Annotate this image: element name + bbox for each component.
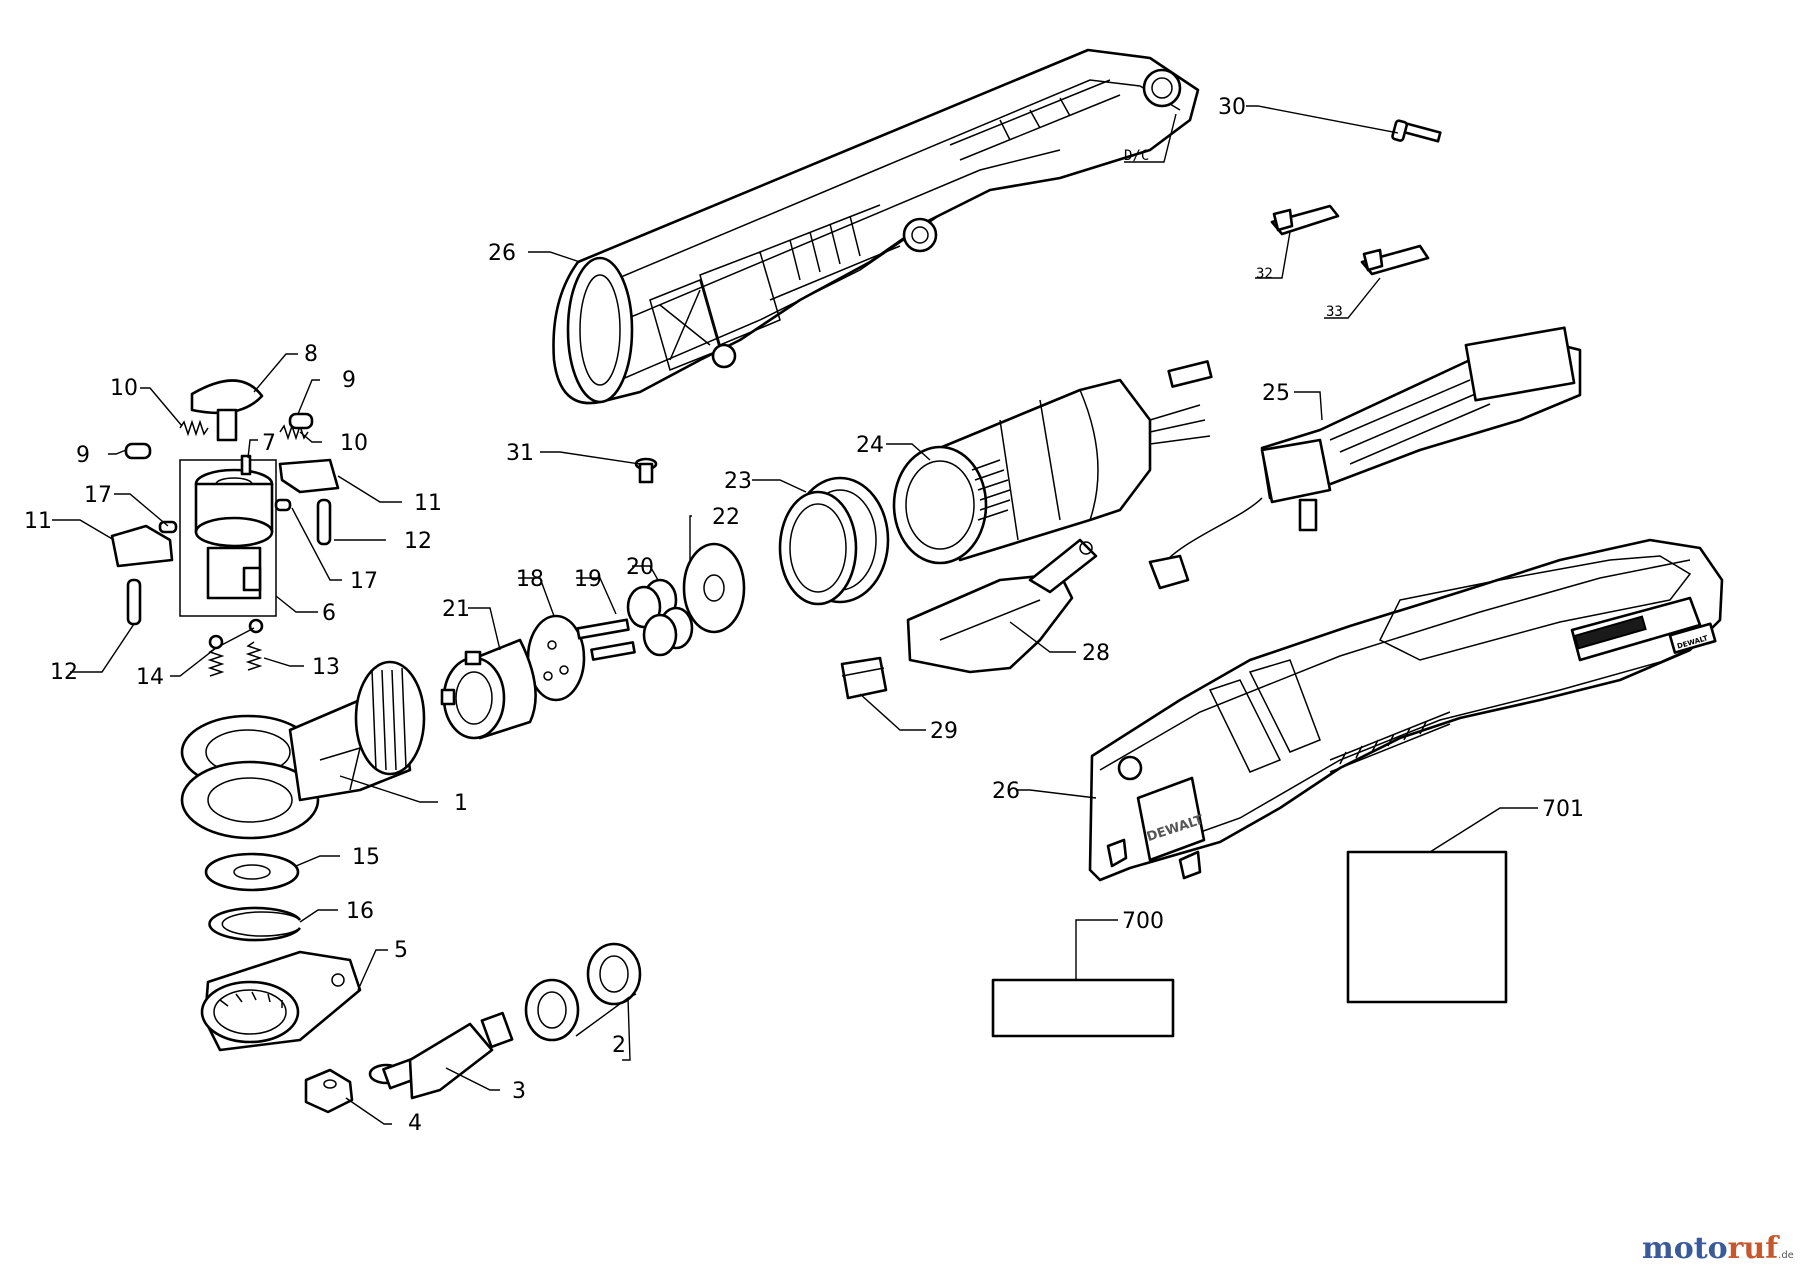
label-part-23: 23	[724, 469, 752, 494]
shaft-3	[368, 1011, 514, 1100]
trigger-28	[906, 538, 1098, 674]
label-part-22: 22	[712, 505, 740, 530]
label-part-4: 4	[408, 1111, 422, 1136]
part-labels: 1 2 3 4 5 6 7 8 9 9 10 10 11 11 12 12 13…	[24, 95, 1584, 1136]
screw-30	[1391, 119, 1442, 143]
knob-8	[190, 379, 264, 442]
label-part-33: 33	[1326, 304, 1343, 320]
label-part-29: 29	[930, 719, 958, 744]
ratchet-gear-5	[200, 950, 362, 1052]
label-part-32: 32	[1256, 266, 1273, 282]
balls-14	[208, 618, 264, 650]
label-part-14: 14	[136, 665, 164, 690]
label-part-25: 25	[1262, 381, 1290, 406]
planet-gears-20	[626, 578, 694, 657]
label-part-9-left: 9	[76, 443, 90, 468]
washer-15	[204, 852, 300, 892]
label-part-8: 8	[304, 342, 318, 367]
label-part-2: 2	[612, 1033, 626, 1058]
leader-lines	[52, 105, 1538, 1125]
snap-ring-16	[208, 906, 302, 942]
springs-13	[207, 641, 263, 677]
label-part-7: 7	[262, 431, 276, 456]
label-part-701: 701	[1542, 797, 1584, 822]
label-part-10-right: 10	[340, 431, 368, 456]
label-part-12-left: 12	[50, 660, 78, 685]
pins-12	[126, 498, 332, 626]
label-part-28: 28	[1082, 641, 1110, 666]
watermark-moto: moto	[1642, 1231, 1728, 1266]
pins-9	[124, 412, 314, 460]
bearings-2	[524, 942, 642, 1042]
pawls-11	[110, 458, 340, 568]
label-part-11-right: 11	[414, 491, 442, 516]
label-part-6: 6	[322, 601, 336, 626]
svg-text:motoruf.de: motoruf.de	[1642, 1231, 1794, 1266]
label-part-5: 5	[394, 938, 408, 963]
label-part-9-right: 9	[342, 368, 356, 393]
housing-assembled: DEWALT DEWALT	[1088, 538, 1724, 882]
block-29	[840, 656, 888, 700]
clip-33	[1360, 244, 1430, 276]
label-part-21: 21	[442, 597, 470, 622]
label-part-30: 30	[1218, 95, 1246, 120]
label-part-31: 31	[506, 441, 534, 466]
label-part-3: 3	[512, 1079, 526, 1104]
switch-pcb-25	[1148, 326, 1582, 590]
label-part-12-right: 12	[404, 529, 432, 554]
label-part-15: 15	[352, 845, 380, 870]
label-part-11-left: 11	[24, 509, 52, 534]
watermark-ruf: ruf	[1728, 1231, 1781, 1266]
ring-gear-21	[440, 638, 537, 740]
motor-24	[892, 360, 1213, 565]
pins-17	[158, 498, 292, 534]
label-part-16: 16	[346, 899, 374, 924]
label-part-26-top: 26	[488, 241, 516, 266]
reversing-assembly-6	[179, 459, 277, 617]
clip-32	[1270, 204, 1340, 236]
washer-22	[682, 542, 746, 634]
label-dc: D/C	[1124, 148, 1149, 164]
label-part-20: 20	[626, 555, 654, 580]
pin-31	[634, 457, 658, 484]
housing-half-inner	[552, 48, 1200, 405]
label-part-26-bottom: 26	[992, 779, 1020, 804]
label-part-17-left: 17	[84, 483, 112, 508]
springs-10	[179, 419, 309, 441]
watermark-suffix: .de	[1778, 1250, 1794, 1261]
ring-23	[778, 476, 890, 606]
label-part-17-right: 17	[350, 569, 378, 594]
label-part-700: 700	[1122, 909, 1164, 934]
label-part-24: 24	[856, 433, 884, 458]
label-part-10-left: 10	[110, 376, 138, 401]
nut-4	[304, 1068, 354, 1114]
label-part-18: 18	[516, 567, 544, 592]
ratchet-head-1	[180, 660, 426, 840]
label-part-1: 1	[454, 791, 468, 816]
box-700	[991, 978, 1175, 1038]
pin-7	[240, 454, 252, 476]
label-part-19: 19	[574, 567, 602, 592]
label-part-13: 13	[312, 655, 340, 680]
watermark: motoruf.de	[1642, 1231, 1794, 1266]
planetary-carrier-18	[526, 614, 636, 702]
box-701	[1346, 850, 1508, 1004]
